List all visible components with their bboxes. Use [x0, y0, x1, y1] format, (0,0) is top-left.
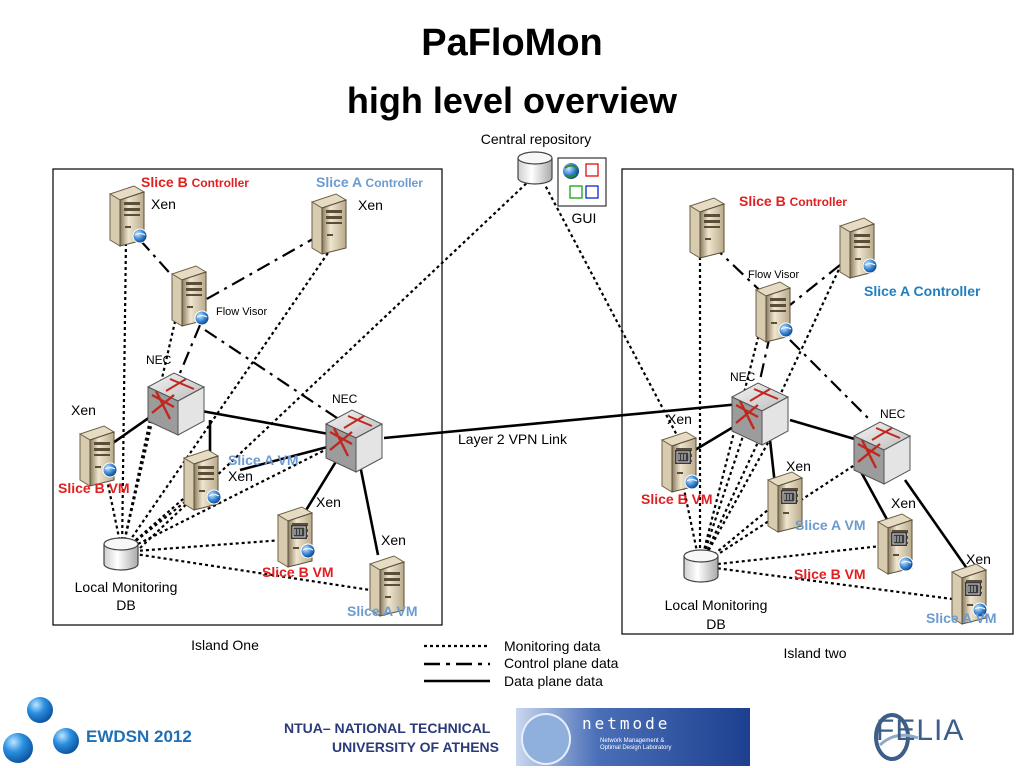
gui-icon — [557, 157, 607, 207]
slice-b-controller-label: Slice B Controller — [141, 174, 249, 190]
xen-label: Xen — [71, 402, 96, 418]
nec-label: NEC — [730, 370, 756, 384]
slice-b-vm-label: Slice B VM — [58, 480, 130, 496]
globe-badge-icon — [102, 462, 118, 478]
local-monitoring-db-label: DB — [116, 597, 135, 613]
xen-label: Xen — [381, 532, 406, 548]
xen-label: Xen — [966, 551, 991, 567]
globe-badge-icon — [898, 556, 914, 572]
flow-visor-label: Flow Visor — [748, 269, 799, 281]
nec-switch-left-icon — [730, 381, 790, 447]
netmode-subtitle: Network Management & Optimal Design Labo… — [600, 738, 671, 752]
netmode-subtitle-line: Network Management & — [600, 738, 665, 744]
sphere-icon — [3, 733, 33, 763]
island-two-caption: Island two — [783, 645, 846, 661]
university-label: NTUA– NATIONAL TECHNICAL — [284, 720, 491, 736]
netmode-subtitle-line: Optimal Design Laboratory — [600, 745, 672, 751]
globe-badge-icon — [194, 310, 210, 326]
xen-label: Xen — [667, 411, 692, 427]
xen-label: Xen — [228, 468, 253, 484]
local-monitoring-db-label: Local Monitoring — [665, 597, 768, 613]
sphere-icon-group — [3, 697, 79, 763]
xen-label: Xen — [151, 196, 176, 212]
slice-a-vm-label: Slice A VM — [795, 517, 866, 533]
sphere-icon — [27, 697, 53, 723]
central-repository-label: Central repository — [481, 131, 592, 147]
page-title: PaFloMon — [421, 22, 603, 64]
nec-label: NEC — [880, 407, 906, 421]
slice-a-vm-label: Slice A VM — [228, 452, 299, 468]
control-links — [139, 234, 871, 421]
legend-monitoring-label: Monitoring data — [504, 638, 601, 654]
local-monitoring-db-label: Local Monitoring — [75, 579, 178, 595]
netmode-wordmark: netmode — [582, 714, 671, 733]
page-subtitle: high level overview — [346, 80, 678, 121]
legend: Monitoring data Control plane data Data … — [424, 638, 619, 689]
local-monitoring-db-icon — [683, 549, 719, 583]
conference-label: EWDSN 2012 — [86, 727, 192, 746]
slice-b-controller-server-icon — [689, 197, 725, 259]
globe-badge-icon — [684, 474, 700, 490]
globe-badge-icon — [206, 489, 222, 505]
netmode-logo: netmode Network Management & Optimal Des… — [516, 708, 750, 766]
slice-b-controller-label: Slice B Controller — [739, 193, 847, 209]
flow-visor-label: Flow Visor — [216, 306, 267, 318]
slice-a-controller-label: Slice A Controller — [864, 283, 981, 299]
xen-label: Xen — [316, 494, 341, 510]
xen-label: Xen — [358, 197, 383, 213]
slice-a-vm-label: Slice A VM — [347, 603, 418, 619]
slice-b-vm-label: Slice B VM — [794, 566, 866, 582]
island-one-box — [52, 168, 443, 626]
legend-data-label: Data plane data — [504, 673, 603, 689]
nec-switch-left-icon — [146, 371, 206, 437]
monitoring-links — [103, 179, 961, 602]
local-monitoring-db-label: DB — [706, 616, 725, 632]
slice-b-vm-label: Slice B VM — [262, 564, 334, 580]
gui-label: GUI — [572, 210, 597, 226]
central-repository-database-icon — [517, 151, 553, 185]
legend-control-label: Control plane data — [504, 655, 619, 671]
slice-a-controller-label: Slice A Controller — [316, 174, 423, 190]
slice-a-vm-label: Slice A VM — [926, 610, 997, 626]
globe-badge-icon — [862, 258, 878, 274]
slice-a-controller-server-icon — [311, 193, 347, 255]
felia-wordmark: FELIA — [876, 714, 965, 747]
xen-label: Xen — [891, 495, 916, 511]
felia-logo-icon — [874, 713, 919, 761]
local-monitoring-db-icon — [103, 537, 139, 571]
slice-b-vm-label: Slice B VM — [641, 491, 713, 507]
island-two-box — [621, 168, 1014, 635]
nec-label: NEC — [332, 392, 358, 406]
globe-badge-icon — [132, 228, 148, 244]
sphere-icon — [53, 728, 79, 754]
xen-label: Xen — [786, 458, 811, 474]
university-seal-icon — [521, 713, 571, 765]
island-one-caption: Island One — [191, 637, 259, 653]
nec-label: NEC — [146, 353, 172, 367]
globe-badge-icon — [778, 322, 794, 338]
globe-badge-icon — [300, 543, 316, 559]
layer2-vpn-link-label: Layer 2 VPN Link — [458, 431, 568, 447]
data-links — [109, 402, 970, 571]
university-label: UNIVERSITY OF ATHENS — [332, 739, 499, 755]
